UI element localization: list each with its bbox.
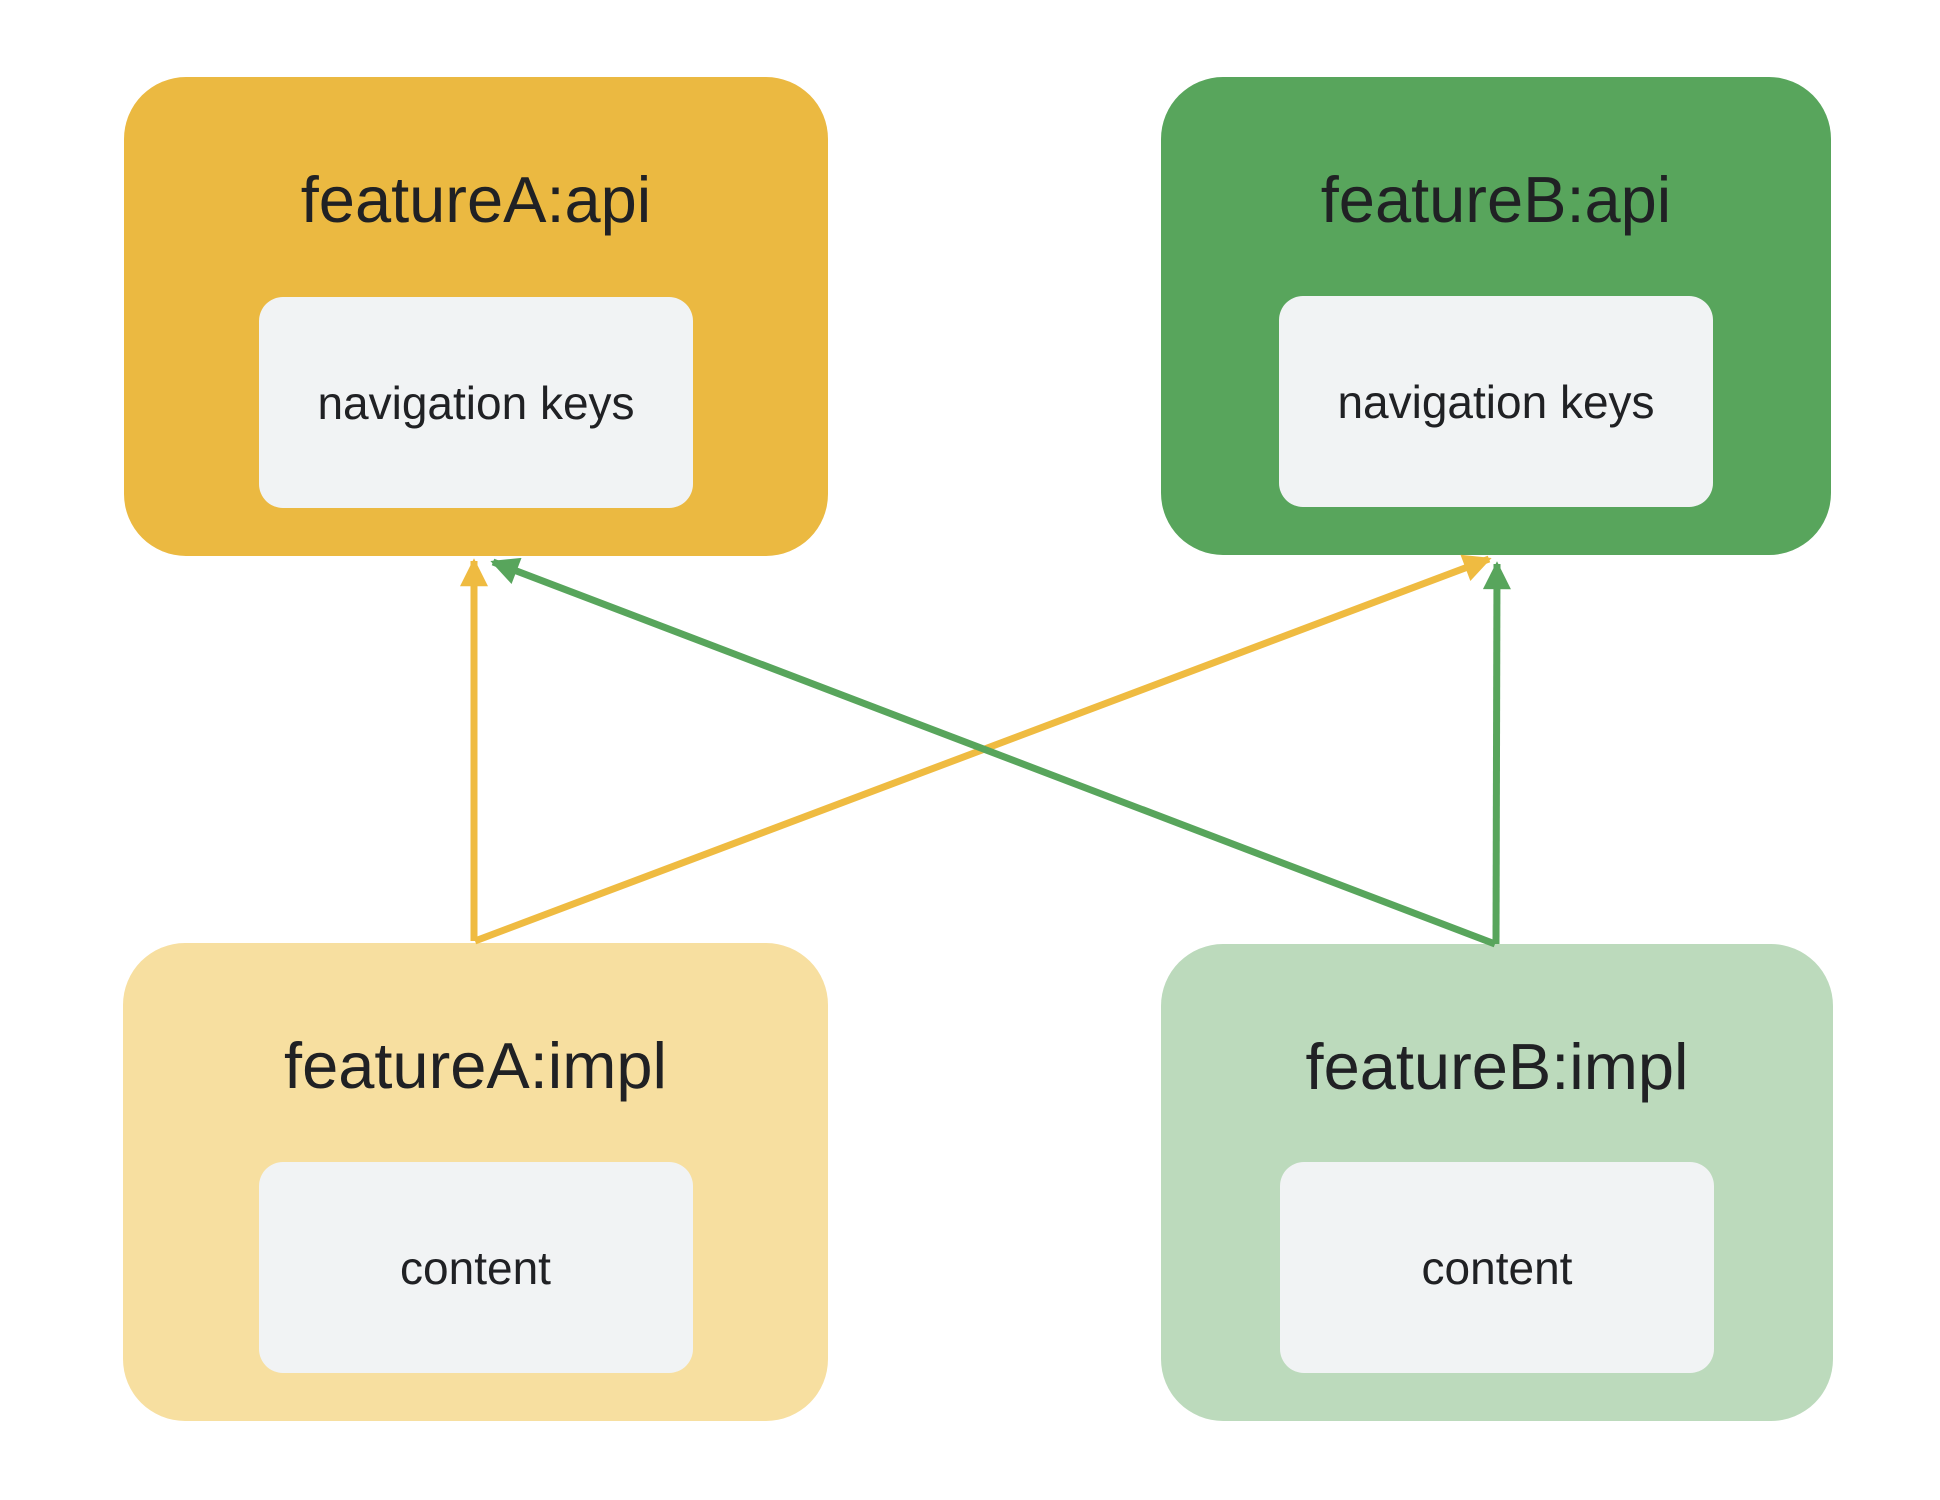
node-title-featureA-api: featureA:api [300, 162, 652, 236]
edge-featureB-impl-to-featureA-api [490, 557, 1497, 948]
node-featureA-api: featureA:api navigation keys [124, 77, 828, 556]
node-featureA-impl: featureA:impl content [123, 943, 828, 1421]
inner-label-content: content [1421, 1241, 1573, 1294]
inner-box-featureB-impl: content [1280, 1162, 1714, 1373]
inner-box-featureA-impl: content [258, 1162, 693, 1373]
edge-featureB-impl-to-featureB-api [1482, 561, 1511, 945]
node-title-featureB-api: featureB:api [1320, 162, 1672, 236]
inner-label-navigation-keys: navigation keys [317, 376, 635, 429]
node-title-featureA-impl: featureA:impl [284, 1028, 667, 1102]
edge-featureA-impl-to-featureB-api [473, 554, 1492, 945]
inner-label-content: content [400, 1241, 551, 1294]
inner-box-featureA-api: navigation keys [259, 297, 693, 508]
inner-label-navigation-keys: navigation keys [1337, 375, 1655, 428]
node-title-featureB-impl: featureB:impl [1305, 1029, 1689, 1103]
node-featureB-impl: featureB:impl content [1161, 944, 1833, 1421]
inner-box-featureB-api: navigation keys [1279, 296, 1713, 507]
node-featureB-api: featureB:api navigation keys [1161, 77, 1831, 555]
